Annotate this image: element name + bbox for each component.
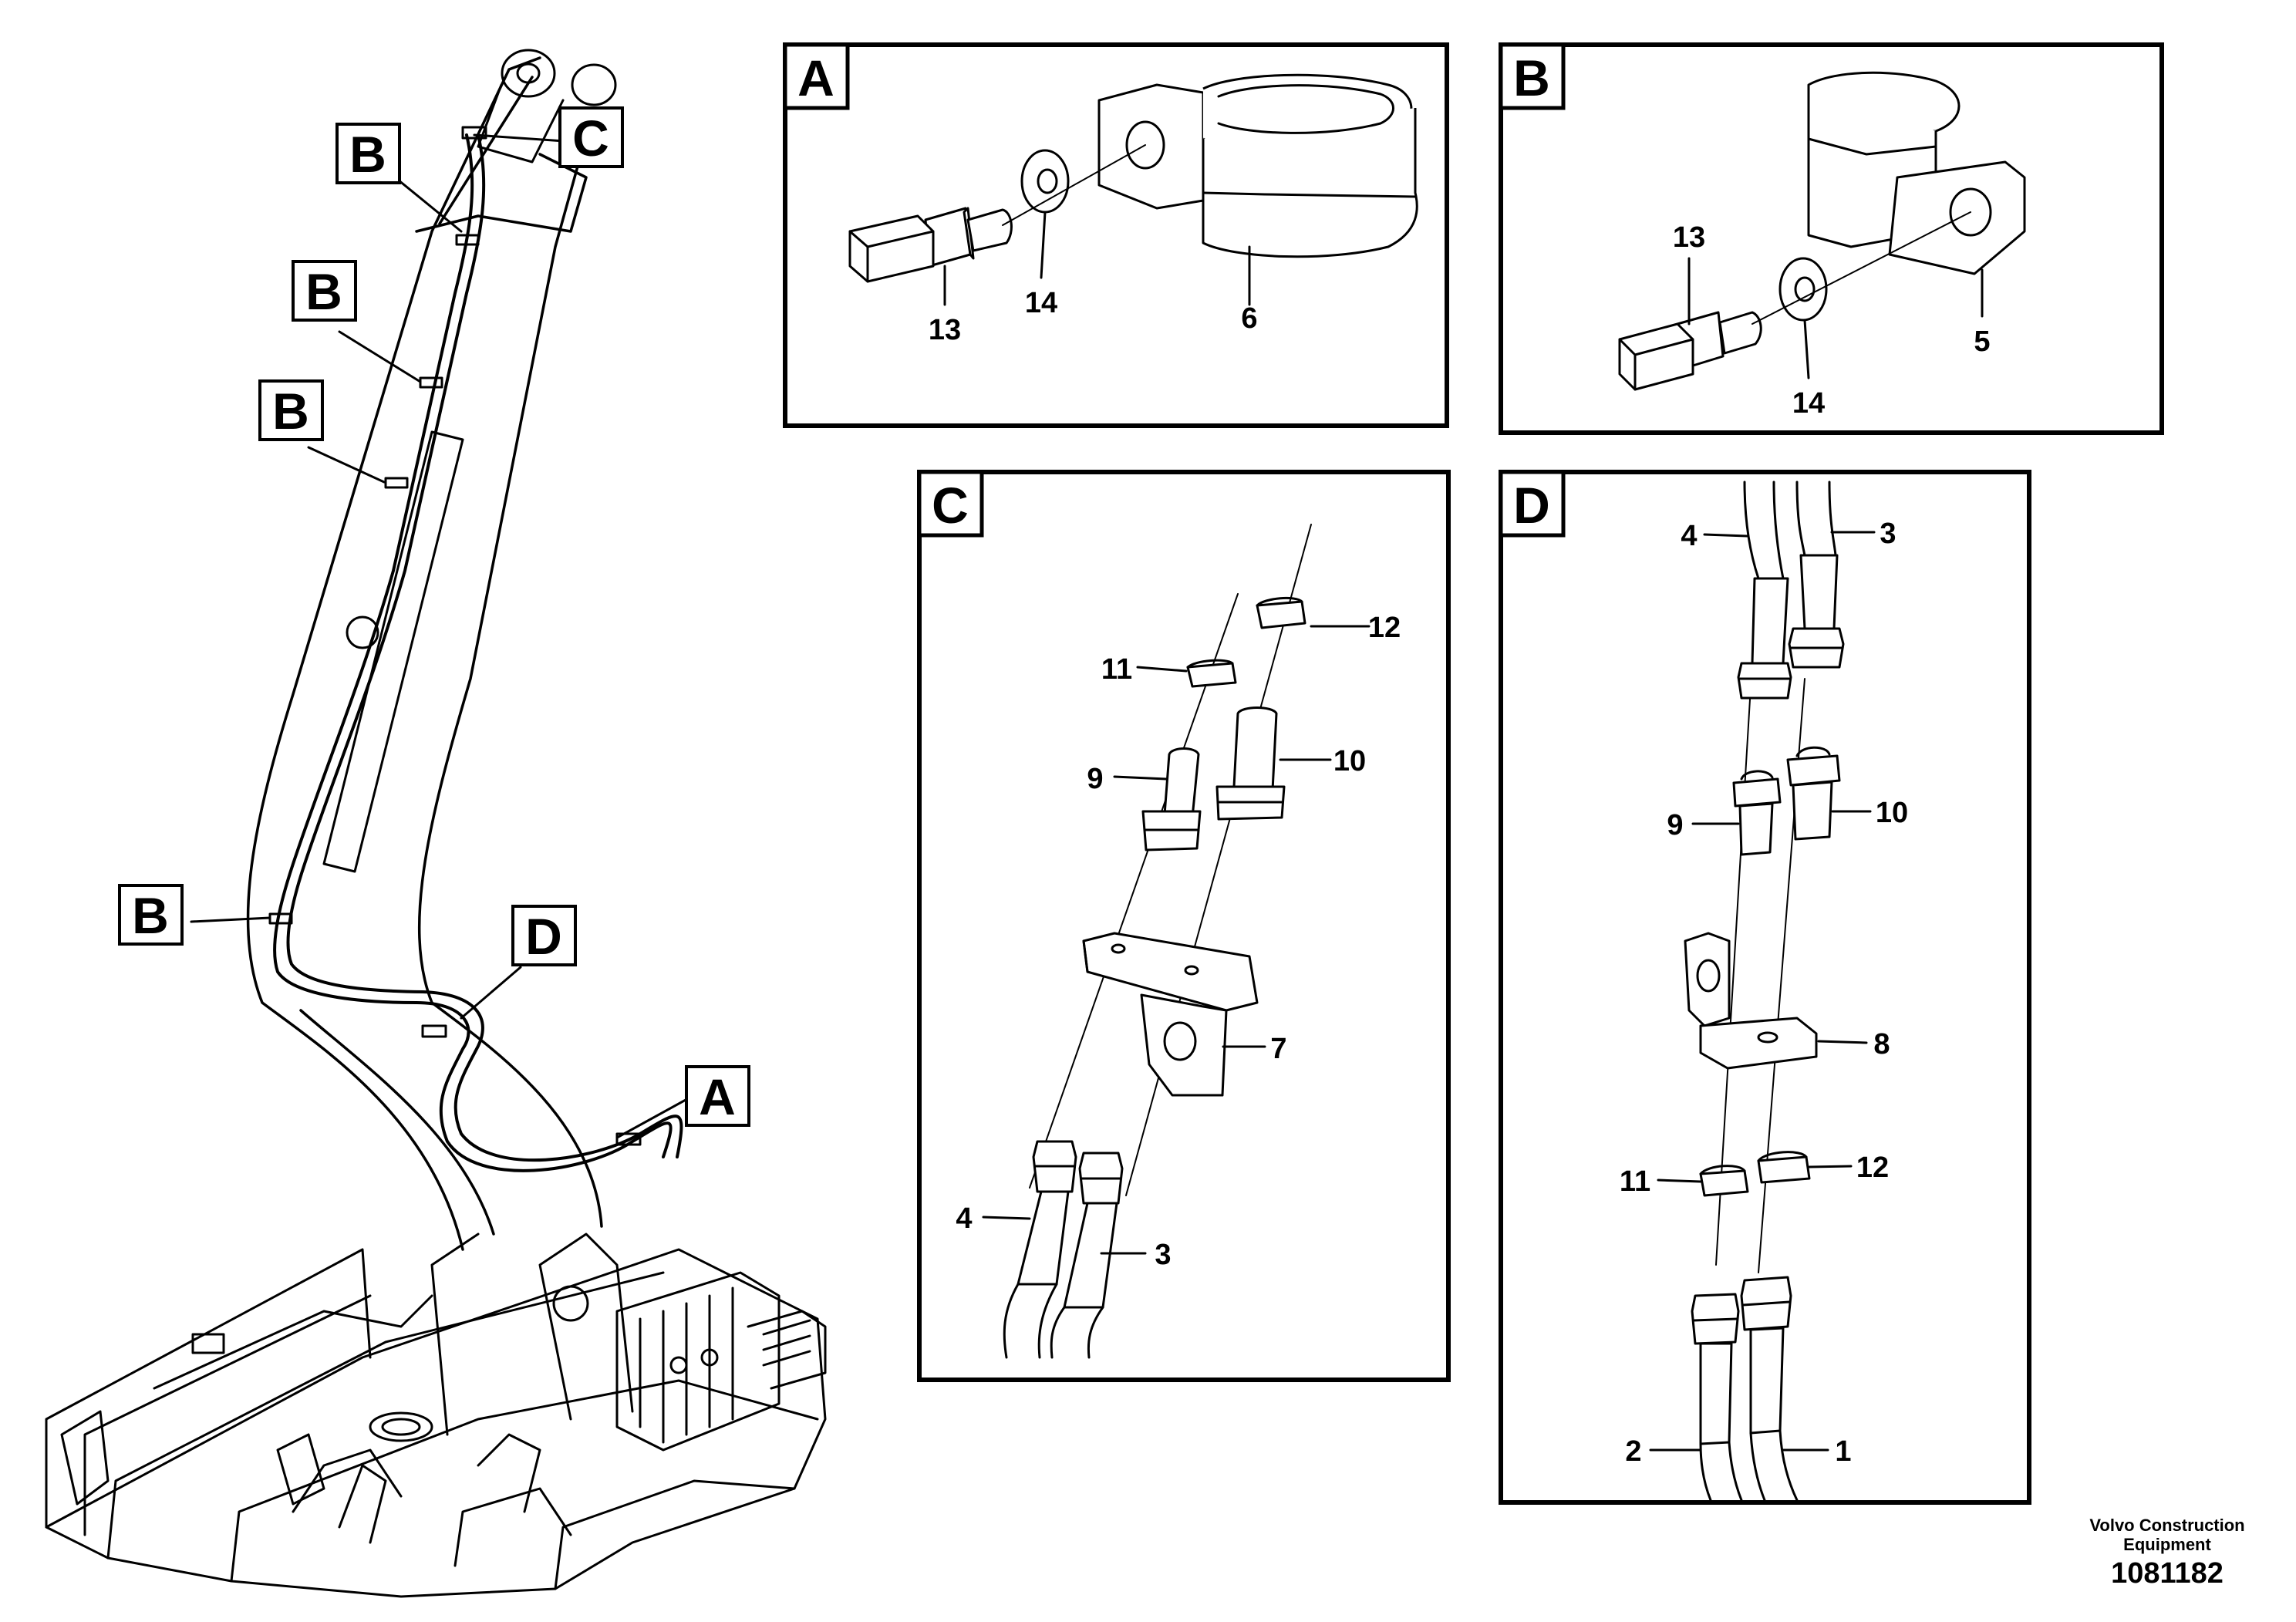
svg-text:9: 9 — [1667, 809, 1683, 841]
hose-1-d — [1740, 1276, 1799, 1502]
svg-text:A: A — [699, 1068, 736, 1125]
bolt-b — [1618, 311, 1762, 391]
svg-text:D: D — [525, 908, 562, 965]
svg-text:D: D — [1513, 477, 1550, 534]
svg-text:10: 10 — [1333, 745, 1366, 777]
detail-panel-a: A 13 14 6 — [783, 42, 1449, 428]
hose-2-d — [1691, 1293, 1743, 1502]
mounting-bracket-d — [1684, 932, 1818, 1070]
svg-text:13: 13 — [1673, 221, 1705, 254]
svg-text:11: 11 — [1620, 1165, 1650, 1198]
washer-a — [1020, 149, 1070, 214]
svg-text:C: C — [572, 110, 609, 167]
svg-text:7: 7 — [1270, 1033, 1286, 1065]
svg-text:12: 12 — [1368, 612, 1401, 644]
svg-text:14: 14 — [1792, 387, 1825, 420]
footer-company: Volvo Construction Equipment — [2067, 1516, 2267, 1554]
overview-tag-c: C — [558, 106, 624, 168]
detail-panel-d: D — [1499, 470, 2031, 1505]
overview-tag-b-2: B — [292, 260, 357, 322]
svg-text:3: 3 — [1155, 1239, 1171, 1271]
overview-tag-d: D — [511, 905, 577, 966]
footer-company-line1: Volvo Construction — [2089, 1516, 2245, 1535]
svg-text:11: 11 — [1101, 653, 1132, 686]
svg-text:1: 1 — [1835, 1435, 1851, 1468]
svg-text:10: 10 — [1876, 797, 1908, 829]
svg-text:3: 3 — [1880, 518, 1896, 550]
svg-text:8: 8 — [1873, 1028, 1890, 1061]
svg-text:A: A — [797, 49, 834, 106]
hose-4-c — [1003, 1140, 1077, 1359]
hose-3-c — [1050, 1152, 1124, 1359]
overview-tag-b-3: B — [258, 379, 324, 441]
footer-drawing-number: 1081182 — [2111, 1557, 2224, 1590]
washer-b — [1778, 257, 1828, 322]
clamp-bracket-a — [1097, 73, 1418, 258]
svg-text:B: B — [305, 263, 342, 320]
svg-text:B: B — [132, 887, 169, 944]
overview-tag-b-1: B — [335, 123, 401, 184]
svg-text:9: 9 — [1087, 763, 1103, 795]
clamp-bracket-b — [1807, 71, 2026, 275]
svg-text:13: 13 — [929, 314, 961, 346]
detail-panel-c: C — [917, 470, 1451, 1382]
svg-text:B: B — [272, 383, 309, 440]
footer-company-line2: Equipment — [2123, 1535, 2211, 1554]
overview-tag-b-4: B — [118, 884, 184, 946]
hose-4-d-top — [1737, 481, 1792, 700]
svg-text:4: 4 — [1681, 520, 1697, 552]
mounting-bracket-c — [1082, 932, 1259, 1097]
svg-text:B: B — [1513, 49, 1550, 106]
svg-text:6: 6 — [1241, 302, 1257, 335]
svg-text:12: 12 — [1856, 1152, 1889, 1184]
overview-callouts: B C B B B D A — [118, 106, 750, 1139]
svg-text:5: 5 — [1974, 325, 1990, 358]
svg-text:B: B — [349, 126, 386, 183]
svg-text:C: C — [932, 477, 969, 534]
hose-3-d-top — [1788, 481, 1845, 669]
svg-text:14: 14 — [1025, 287, 1057, 319]
svg-text:4: 4 — [956, 1202, 972, 1235]
svg-text:2: 2 — [1625, 1435, 1641, 1468]
detail-panel-b: B 13 14 5 — [1499, 42, 2164, 435]
overview-tag-a: A — [685, 1065, 750, 1127]
excavator-overview-drawing — [45, 49, 827, 1598]
bolt-a — [848, 207, 1013, 283]
